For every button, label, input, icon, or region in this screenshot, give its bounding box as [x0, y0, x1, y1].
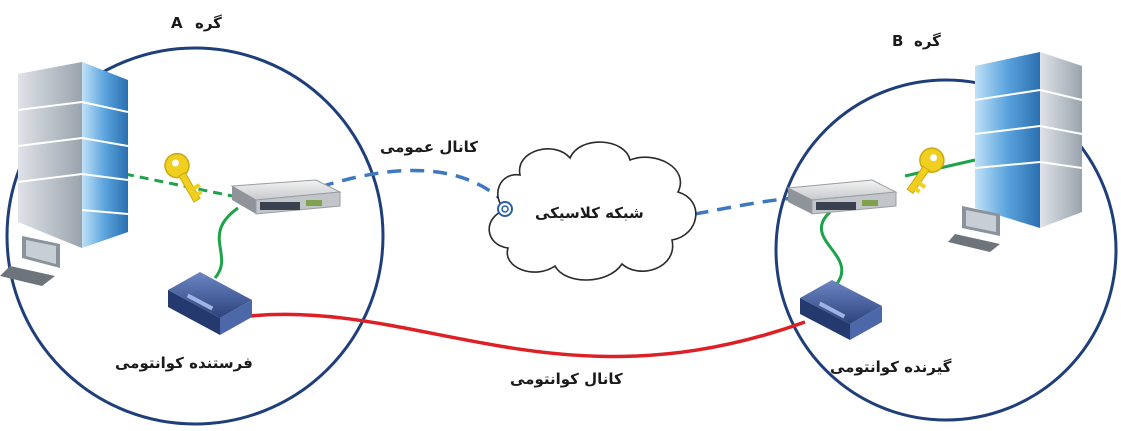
quantum-channel-label: کانال کوانتومی	[510, 370, 623, 388]
building-icon	[974, 52, 1083, 228]
computer-icon	[948, 206, 1000, 252]
quantum-receiver-label: گیرنده کوانتومی	[830, 358, 952, 376]
quantum-sender-label: فرستنده کوانتومی	[115, 354, 253, 372]
public-channel-label: کانال عمومی	[380, 138, 478, 156]
computer-icon	[0, 236, 60, 286]
key-icon	[906, 147, 945, 195]
node-a-switch-device-link	[213, 206, 239, 279]
quantum-device-icon	[168, 272, 252, 335]
node-a-building-switch-link	[124, 172, 233, 198]
cloud-icon	[488, 141, 697, 281]
network-port-icon	[497, 201, 513, 217]
node-b-label: گره	[914, 32, 941, 50]
node-b-switch-device-link	[820, 210, 844, 286]
quantum-channel-line	[249, 312, 806, 359]
node-a-circle	[5, 46, 385, 426]
switch-icon	[786, 179, 898, 215]
classical-network-label: شبکه کلاسیکی	[535, 204, 644, 222]
quantum-device-icon	[800, 280, 882, 340]
switch-icon	[230, 179, 342, 215]
node-a-letter: A	[171, 14, 183, 32]
node-b-letter: B	[892, 32, 903, 50]
public-channel-line-left	[319, 168, 507, 205]
building-icon	[17, 62, 129, 248]
node-a-label: گره	[195, 14, 222, 32]
key-icon	[164, 152, 203, 203]
node-b-circle	[774, 78, 1118, 422]
